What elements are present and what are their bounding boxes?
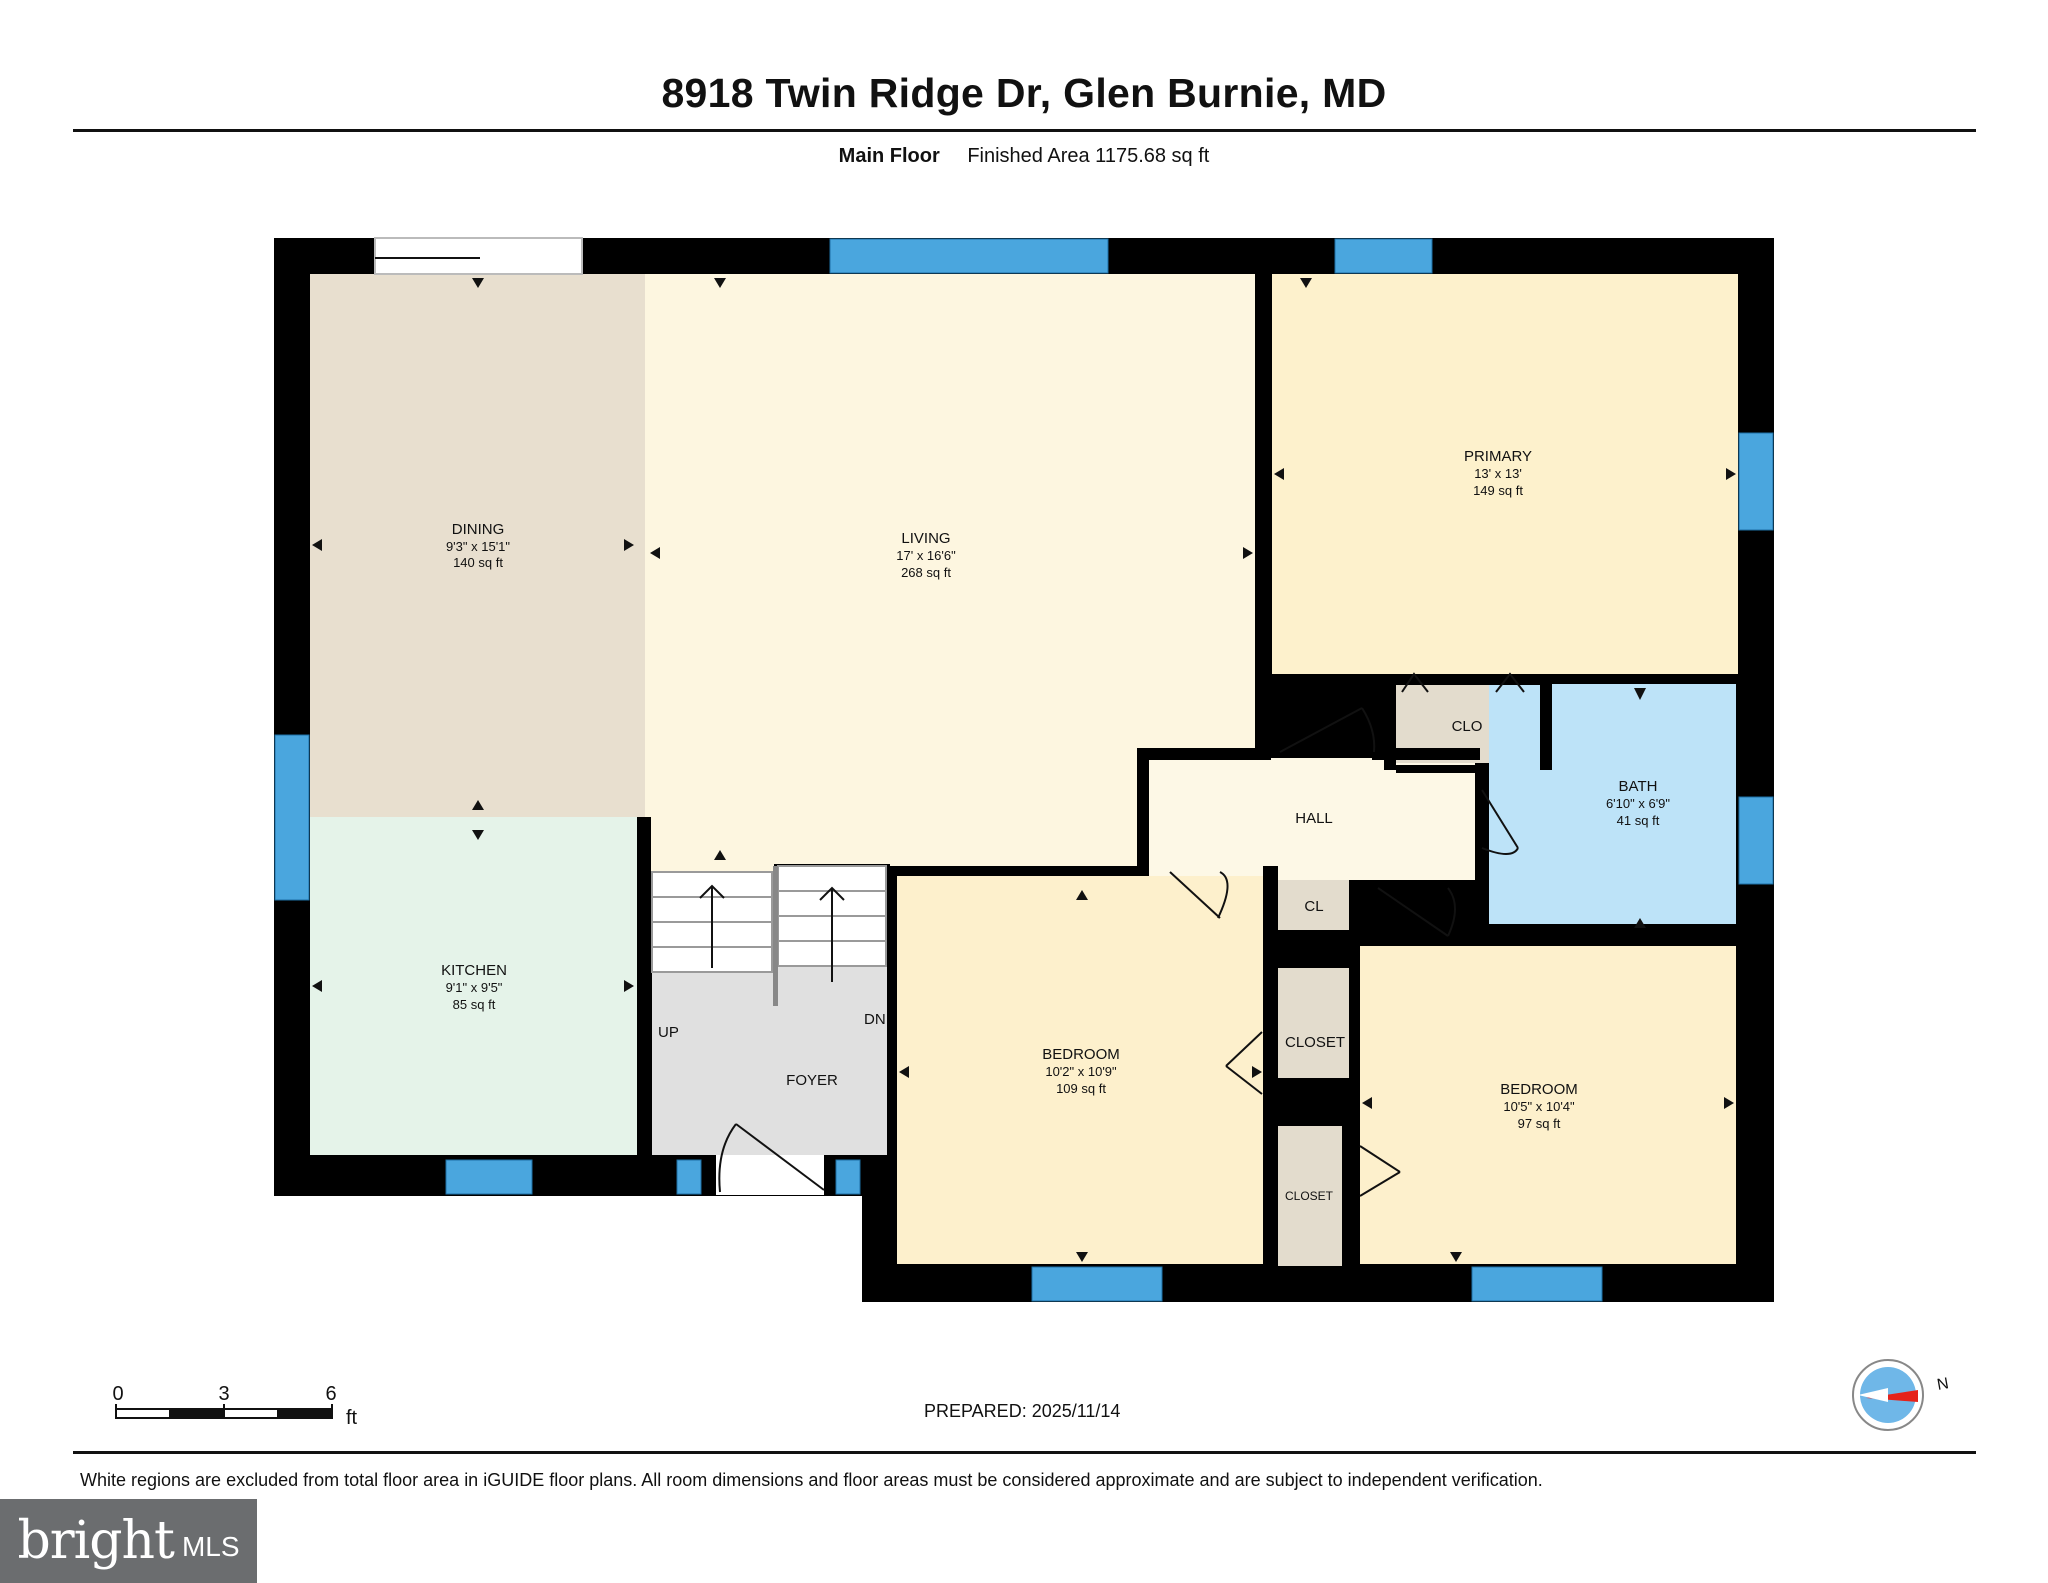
bath-area: 41 sq ft (1617, 813, 1660, 828)
primary-name: PRIMARY (1464, 448, 1532, 465)
compass-icon (1852, 1359, 1924, 1431)
windows (274, 238, 1774, 1302)
header-rule (73, 129, 1976, 132)
interior-doors (1169, 672, 1525, 1197)
room-closet-1 (1278, 968, 1349, 1078)
prepared-date: PREPARED: 2025/11/14 (924, 1401, 1121, 1421)
wall-hall-west (1137, 748, 1149, 866)
scale-ticks: 0 3 6 (112, 1383, 336, 1405)
scale-unit: ft (346, 1407, 358, 1429)
wall-closet-closet (1278, 1078, 1350, 1126)
closet2-name: CLOSET (1285, 1189, 1334, 1203)
bedroom2-area: 97 sq ft (1518, 1116, 1561, 1131)
clo-name: CLO (1452, 718, 1483, 735)
living-dims: 17' x 16'6" (896, 548, 956, 563)
wall-clo-south (1396, 765, 1476, 773)
cl-name: CL (1304, 898, 1323, 915)
bedroom1-name: BEDROOM (1042, 1046, 1120, 1063)
wall-kitchen-foyer (637, 817, 651, 1155)
floor-subtitle: Main Floor Finished Area 1175.68 sq ft (0, 145, 2048, 168)
patio-slider (374, 237, 583, 275)
compass-label: N (1936, 1375, 1950, 1394)
wall-bath-south (1476, 924, 1738, 946)
hall-name: HALL (1295, 810, 1333, 827)
closet1-name: CLOSET (1285, 1034, 1345, 1051)
scale-tick-6: 6 (325, 1383, 336, 1405)
wall-cl-closet (1278, 930, 1350, 968)
dimension-arrows (312, 278, 1736, 1262)
floor-label: Main Floor (838, 145, 940, 167)
wall-foyer-east (887, 866, 897, 1156)
bedroom2-name: BEDROOM (1500, 1081, 1578, 1098)
bedroom1-dims: 10'2" x 10'9" (1045, 1064, 1117, 1079)
stair-arrows (699, 884, 845, 982)
living-area: 268 sq ft (901, 565, 951, 580)
bedroom2-dims: 10'5" x 10'4" (1503, 1099, 1575, 1114)
wall-bedroom2-west (1349, 880, 1360, 1266)
dining-name: DINING (452, 521, 505, 538)
room-dining (310, 274, 645, 817)
wall-hall-north-b (1372, 748, 1480, 760)
front-door-swing (718, 1123, 825, 1193)
scale-tick-3: 3 (218, 1383, 229, 1405)
stair-rail (773, 866, 778, 1006)
front-door-opening (716, 1155, 824, 1195)
room-bath (1489, 684, 1736, 924)
wall-living-primary (1258, 274, 1270, 758)
page-title: 8918 Twin Ridge Dr, Glen Burnie, MD (661, 70, 1387, 116)
wall-clo-west (1384, 674, 1396, 770)
kitchen-area: 85 sq ft (453, 997, 496, 1012)
wall-clo-east (1540, 674, 1552, 770)
primary-area: 149 sq ft (1473, 483, 1523, 498)
room-bedroom-1 (897, 876, 1263, 1264)
room-closet-2 (1276, 1126, 1342, 1266)
wall-clo-north (1384, 674, 1541, 685)
wall-bedroom1-north (887, 866, 1149, 876)
wall-bedroom2-north-b (1360, 938, 1476, 946)
wall-bedroom1-east (1263, 866, 1278, 1266)
logo-suffix: MLS (181, 1531, 240, 1562)
wall-bath-north (1540, 674, 1738, 684)
scale-bar (115, 1404, 333, 1419)
room-hall (1146, 758, 1475, 880)
room-bedroom-2 (1360, 946, 1736, 1264)
wall-bedroom2-north-a (1360, 880, 1476, 888)
living-name: LIVING (901, 530, 950, 547)
kitchen-name: KITCHEN (441, 962, 507, 979)
room-primary (1272, 274, 1738, 674)
bath-name: BATH (1619, 778, 1658, 795)
wall-bath-west (1476, 765, 1489, 945)
exterior-cutout (274, 1196, 862, 1302)
bath-dims: 6'10" x 6'9" (1606, 796, 1670, 811)
finished-area: Finished Area 1175.68 sq ft (967, 145, 1210, 167)
room-kitchen (310, 817, 637, 1155)
dining-dims: 9'3" x 15'1" (446, 539, 510, 554)
room-labels: DINING 9'3" x 15'1" 140 sq ft LIVING 17'… (441, 448, 1670, 1203)
logo-brand: bright (17, 1511, 174, 1571)
stairs-up-label: UP (658, 1024, 679, 1041)
bedroom1-area: 109 sq ft (1056, 1081, 1106, 1096)
stair-opening (651, 864, 774, 872)
disclaimer-text: White regions are excluded from total fl… (80, 1470, 1543, 1490)
room-cl (1278, 880, 1350, 930)
wall-hall-north-a (1137, 748, 1271, 760)
foyer-name: FOYER (786, 1072, 838, 1089)
primary-dims: 13' x 13' (1474, 466, 1522, 481)
bright-mls-logo: bright MLS (0, 1499, 257, 1583)
dining-area: 140 sq ft (453, 555, 503, 570)
scale-tick-0: 0 (112, 1383, 123, 1405)
stairs-down-label: DN (864, 1011, 886, 1028)
kitchen-dims: 9'1" x 9'5" (446, 980, 503, 995)
footer-rule (73, 1451, 1976, 1454)
